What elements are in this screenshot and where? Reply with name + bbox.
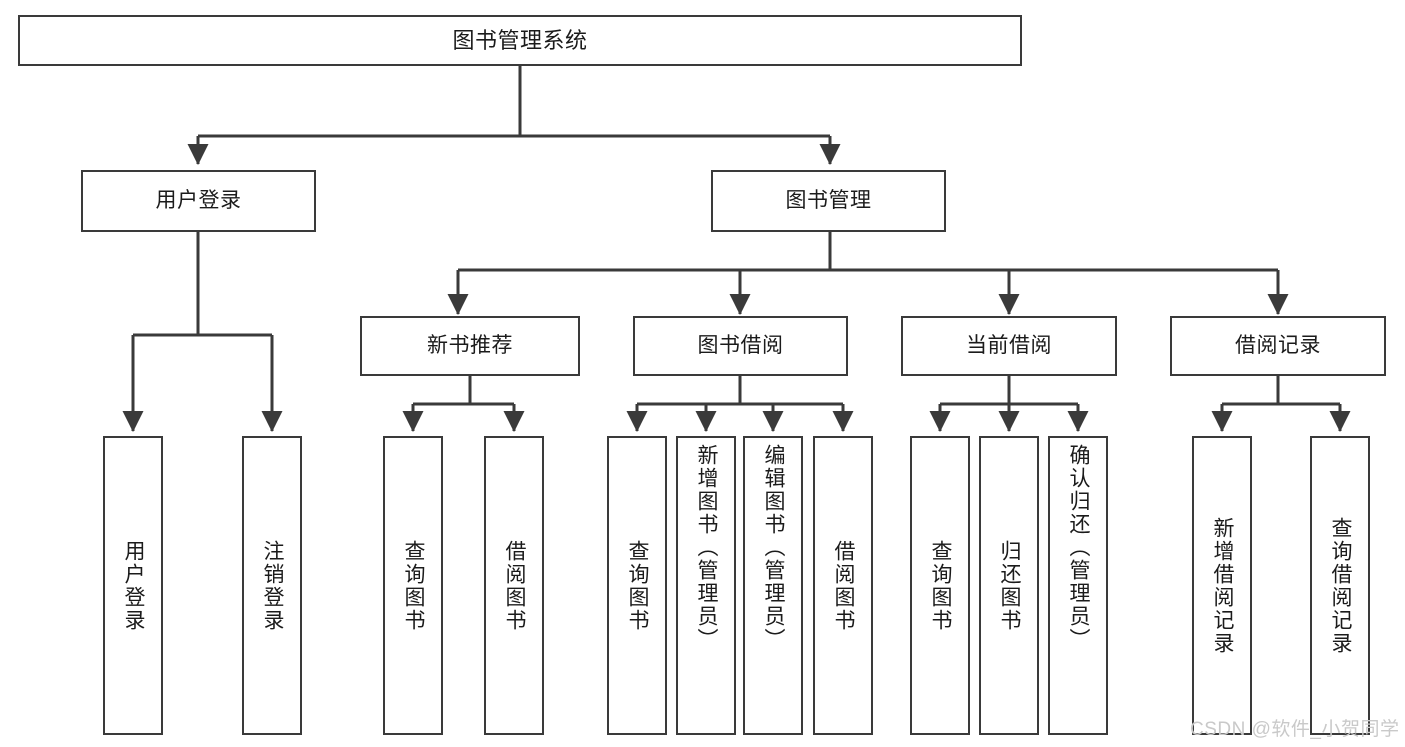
- leaf-return-book[interactable]: 归还图书: [979, 436, 1039, 735]
- leaf-query-book-2-label: 查询图书: [626, 539, 650, 632]
- leaf-user-logout[interactable]: 注销登录: [242, 436, 302, 735]
- node-book-borrow[interactable]: 图书借阅: [633, 316, 848, 376]
- leaf-query-book-1-label: 查询图书: [402, 539, 426, 632]
- node-borrow-record-label: 借阅记录: [1235, 333, 1321, 357]
- leaf-add-book[interactable]: 新增图书（管理员）: [676, 436, 736, 735]
- leaf-borrow-book-2[interactable]: 借阅图书: [813, 436, 873, 735]
- node-current-borrow[interactable]: 当前借阅: [901, 316, 1117, 376]
- leaf-user-login-label: 用户登录: [122, 539, 146, 632]
- node-new-book-rec[interactable]: 新书推荐: [360, 316, 580, 376]
- csdn-watermark: CSDN @软件_小贺同学: [1190, 719, 1400, 740]
- leaf-borrow-book-2-label: 借阅图书: [832, 539, 856, 632]
- leaf-edit-book[interactable]: 编辑图书（管理员）: [743, 436, 803, 735]
- node-user-login-label: 用户登录: [155, 188, 242, 212]
- leaf-user-login[interactable]: 用户登录: [103, 436, 163, 735]
- leaf-return-book-label: 归还图书: [998, 539, 1022, 632]
- node-new-book-rec-label: 新书推荐: [427, 333, 513, 357]
- leaf-borrow-book-1[interactable]: 借阅图书: [484, 436, 544, 735]
- node-root[interactable]: 图书管理系统: [18, 15, 1022, 66]
- leaf-confirm-return[interactable]: 确认归还（管理员）: [1048, 436, 1108, 735]
- node-root-label: 图书管理系统: [452, 27, 588, 53]
- leaf-query-record-label: 查询借阅记录: [1329, 516, 1353, 655]
- leaf-query-book-2[interactable]: 查询图书: [607, 436, 667, 735]
- leaf-query-book-1[interactable]: 查询图书: [383, 436, 443, 735]
- leaf-user-logout-label: 注销登录: [261, 539, 285, 632]
- leaf-query-book-3[interactable]: 查询图书: [910, 436, 970, 735]
- leaf-query-record[interactable]: 查询借阅记录: [1310, 436, 1370, 735]
- node-current-borrow-label: 当前借阅: [966, 333, 1052, 357]
- node-borrow-record[interactable]: 借阅记录: [1170, 316, 1386, 376]
- node-user-login[interactable]: 用户登录: [81, 170, 316, 232]
- node-book-borrow-label: 图书借阅: [697, 333, 784, 357]
- leaf-add-record[interactable]: 新增借阅记录: [1192, 436, 1252, 735]
- leaf-query-book-3-label: 查询图书: [929, 539, 953, 632]
- leaf-add-book-label: 新增图书（管理员）: [695, 444, 719, 651]
- leaf-confirm-return-label: 确认归还（管理员）: [1067, 444, 1091, 651]
- leaf-borrow-book-1-label: 借阅图书: [503, 539, 527, 632]
- leaf-add-record-label: 新增借阅记录: [1211, 516, 1235, 655]
- node-book-manage[interactable]: 图书管理: [711, 170, 946, 232]
- leaf-edit-book-label: 编辑图书（管理员）: [762, 444, 786, 651]
- node-book-manage-label: 图书管理: [785, 188, 872, 212]
